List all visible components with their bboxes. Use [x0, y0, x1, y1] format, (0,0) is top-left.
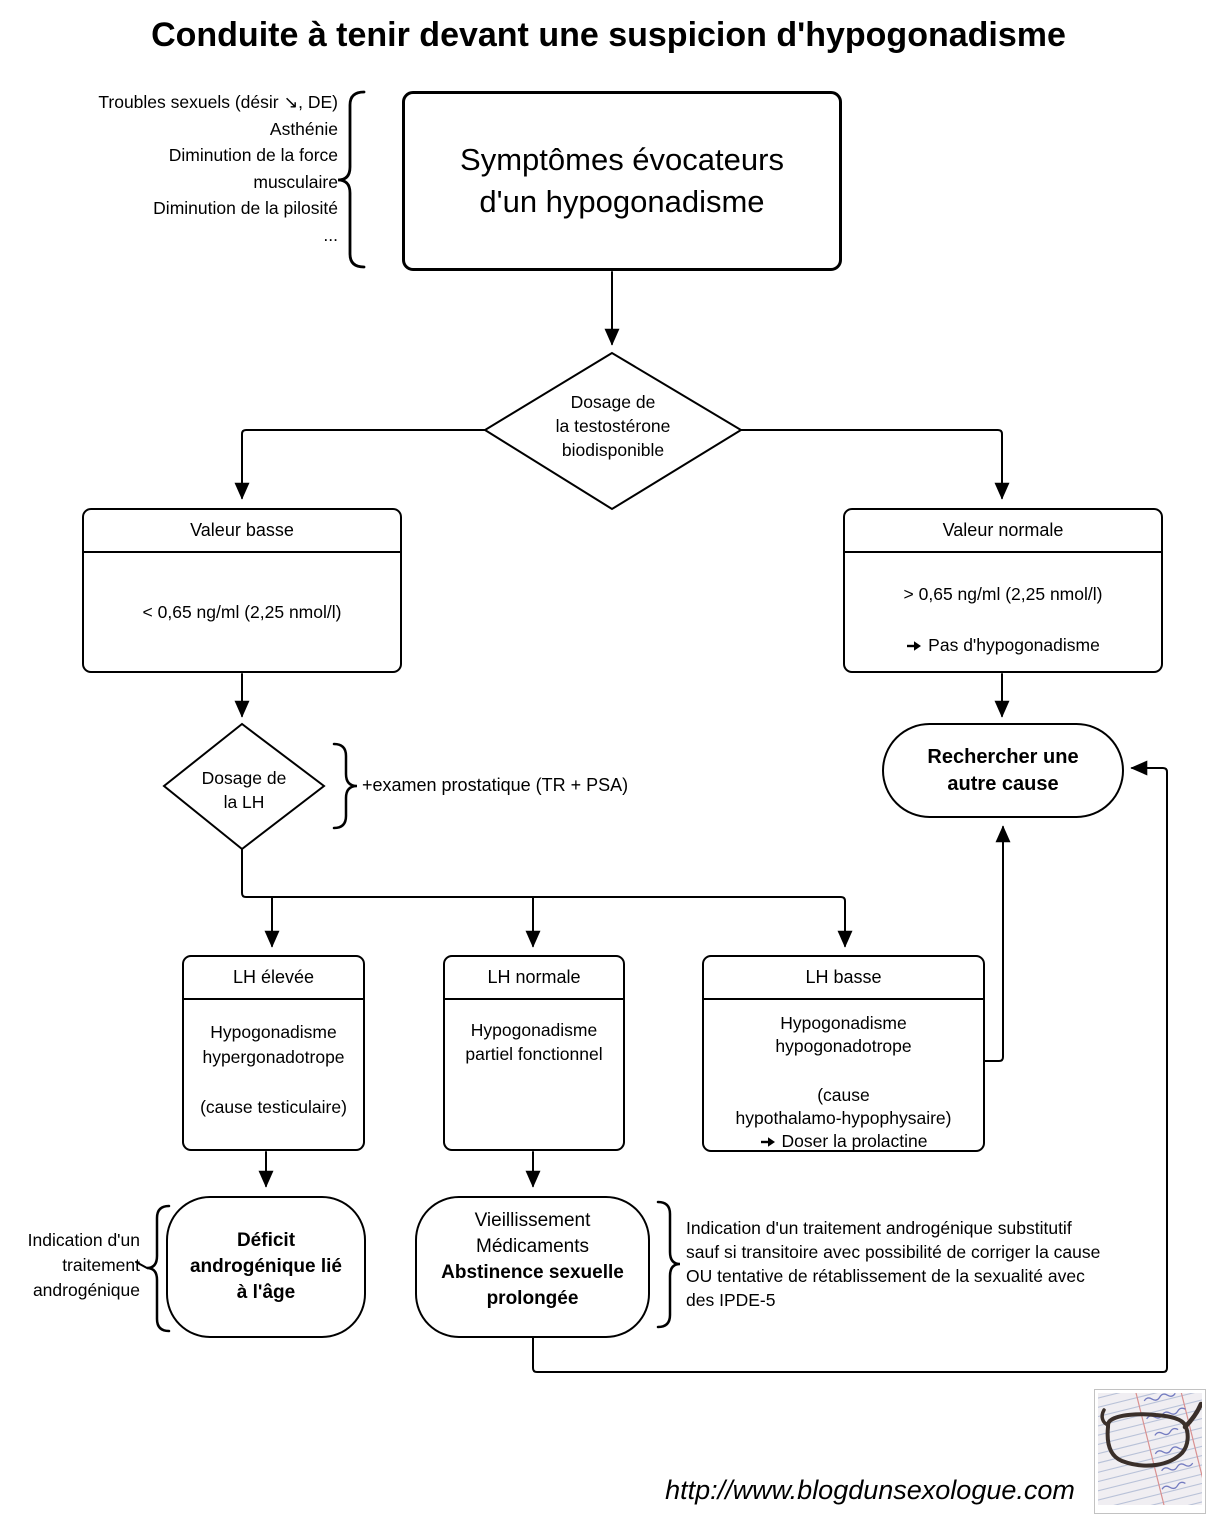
- normal-value-conclusion: Pas d'hypogonadisme: [906, 633, 1100, 657]
- symptoms-note-line: Diminution de la pilosité: [153, 198, 338, 218]
- lh-normal-header: LH normale: [445, 957, 623, 1000]
- diamond-line: la LH: [223, 792, 265, 812]
- deficit-line: à l'âge: [236, 1282, 296, 1303]
- connector-testosterone-to-normal: [740, 429, 1010, 500]
- connector-lh-trunk: [241, 848, 853, 948]
- right-arrow-icon: [760, 1137, 775, 1147]
- lh-low-header: LH basse: [704, 957, 983, 1000]
- diamond-line: la testostérone: [555, 416, 671, 436]
- functional-line: Médicaments: [476, 1236, 589, 1257]
- lh-low-action-text: Doser la prolactine: [781, 1131, 928, 1151]
- functional-cause-box: Vieillissement Médicaments Abstinence se…: [415, 1196, 650, 1338]
- prostate-note: +examen prostatique (TR + PSA): [362, 775, 629, 795]
- lh-low-cause-line: (cause: [817, 1085, 870, 1105]
- other-cause-line: Rechercher une: [927, 745, 1079, 768]
- lh-high-header: LH élevée: [184, 957, 363, 1000]
- symptoms-note: Troubles sexuels (désir ↘, DE) Asthénie …: [48, 89, 338, 248]
- normal-value-conclusion-text: Pas d'hypogonadisme: [928, 634, 1100, 655]
- symptoms-note-line: Diminution de la force: [168, 145, 338, 165]
- lh-low-cause-line: hypothalamo-hypophysaire): [735, 1108, 952, 1128]
- testosterone-diamond-shape: [483, 351, 743, 511]
- symptoms-box-line: Symptômes évocateurs: [460, 142, 784, 177]
- lh-normal-line: Hypogonadisme: [470, 1020, 598, 1040]
- photo-glasses-notebook: [1055, 1364, 1217, 1526]
- normal-value-text: > 0,65 ng/ml (2,25 nmol/l): [903, 583, 1103, 604]
- footer-url: http://www.blogdunsexologue.com: [665, 1475, 1075, 1505]
- deficit-line: androgénique lié: [189, 1256, 343, 1277]
- symptoms-brace: [337, 90, 366, 269]
- lh-diamond-label: Dosage de la LH: [164, 766, 324, 814]
- indication-note-line: OU tentative de rétablissement de la sex…: [686, 1266, 1085, 1286]
- diamond-line: biodisponible: [561, 440, 665, 460]
- connector-testosterone-to-low: [234, 429, 486, 500]
- symptoms-note-line: musculaire: [253, 171, 338, 192]
- symptoms-note-line: Troubles sexuels (désir ↘, DE): [98, 92, 338, 112]
- right-arrow-icon: [907, 640, 922, 651]
- normal-value-box: Valeur normale > 0,65 ng/ml (2,25 nmol/l…: [843, 508, 1163, 673]
- treatment-note-line: traitement: [62, 1255, 140, 1275]
- treatment-note-line: androgénique: [32, 1280, 140, 1300]
- lh-low-line: hypogonadotrope: [775, 1036, 912, 1056]
- low-value-header: Valeur basse: [84, 510, 400, 553]
- lh-normal-line: partiel fonctionnel: [465, 1044, 603, 1064]
- symptoms-box-line: d'un hypogonadisme: [479, 184, 765, 219]
- symptoms-note-line: ...: [323, 224, 338, 245]
- indication-note: Indication d'un traitement androgénique …: [686, 1216, 1100, 1312]
- low-value-box: Valeur basse < 0,65 ng/ml (2,25 nmol/l): [82, 508, 402, 673]
- functional-line-bold: prolongée: [486, 1288, 579, 1309]
- deficit-line: Déficit: [236, 1230, 296, 1251]
- deficit-box: Déficit androgénique lié à l'âge: [166, 1196, 366, 1338]
- indication-note-line: sauf si transitoire avec possibilité de …: [686, 1242, 1101, 1262]
- indication-note-line: des IPDE-5: [686, 1290, 776, 1310]
- treatment-brace-tick: [135, 1261, 148, 1269]
- low-value-text: < 0,65 ng/ml (2,25 nmol/l): [142, 602, 342, 622]
- lh-low-action: Doser la prolactine: [760, 1130, 928, 1153]
- lh-high-line: Hypogonadisme: [210, 1022, 337, 1042]
- other-cause-box: Rechercher une autre cause: [882, 723, 1124, 818]
- indication-note-line: Indication d'un traitement androgénique …: [686, 1218, 1072, 1238]
- glasses-photo-illustration: [1055, 1364, 1217, 1526]
- lh-high-cause: (cause testiculaire): [200, 1097, 347, 1117]
- diamond-line: Dosage de: [201, 768, 287, 788]
- normal-value-header: Valeur normale: [845, 510, 1161, 553]
- lh-diamond-shape: [162, 722, 326, 851]
- page-title: Conduite à tenir devant une suspicion d'…: [151, 16, 1066, 54]
- connector-loop-to-othercause: [532, 760, 1168, 1373]
- lh-low-box: LH basse Hypogonadisme hypogonadotrope (…: [702, 955, 985, 1152]
- prostate-brace: [332, 742, 358, 830]
- lh-low-line: Hypogonadisme: [780, 1013, 907, 1033]
- testosterone-diamond-label: Dosage de la testostérone biodisponible: [485, 390, 741, 462]
- lh-normal-box: LH normale Hypogonadisme partiel fonctio…: [443, 955, 625, 1151]
- functional-line-bold: Abstinence sexuelle: [441, 1262, 624, 1283]
- treatment-note-line: Indication d'un: [27, 1230, 140, 1250]
- other-cause-line: autre cause: [947, 772, 1059, 795]
- symptoms-box: Symptômes évocateurs d'un hypogonadisme: [402, 91, 842, 271]
- indication-brace: [656, 1200, 681, 1329]
- symptoms-note-line: Asthénie: [269, 118, 338, 139]
- connector-basse-to-othercause: [984, 825, 1011, 1062]
- lh-high-line: hypergonadotrope: [202, 1047, 345, 1067]
- functional-line: Vieillissement: [474, 1210, 591, 1231]
- treatment-note: Indication d'un traitement androgénique: [8, 1228, 140, 1303]
- lh-high-box: LH élevée Hypogonadisme hypergonadotrope…: [182, 955, 365, 1151]
- diamond-line: Dosage de: [570, 392, 656, 412]
